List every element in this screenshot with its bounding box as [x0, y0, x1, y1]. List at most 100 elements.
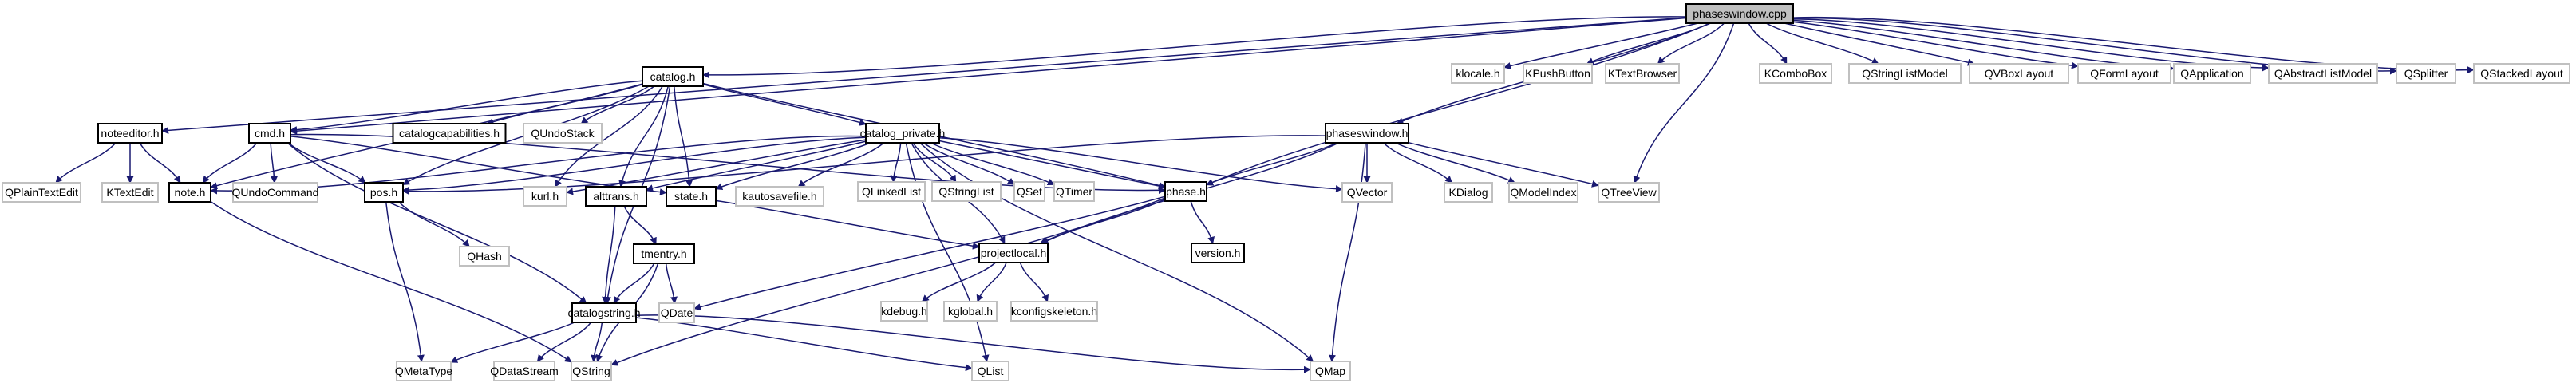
node-projectlocal-h[interactable]: projectlocal.h [978, 243, 1049, 263]
node-box [523, 123, 603, 144]
node-label: kautosavefile.h [742, 190, 816, 203]
edge-phaseswindow_cpp-to-QAbstractListModel [1792, 18, 2270, 72]
edge-phase_h-to-version_h [1190, 200, 1215, 244]
edge-projectlocal_h-to-kconfigskeleton_h [1019, 262, 1049, 302]
node-qtreeview: QTreeView [1598, 182, 1660, 203]
edge-phaseswindow_cpp-to-catalog_h [702, 16, 1687, 79]
node-label: QTimer [1056, 185, 1092, 198]
edge-alttrans_h-to-catalogstring_h [602, 205, 616, 304]
node-label: QLinkedList [862, 185, 921, 198]
node-label: catalogstring.h [567, 306, 640, 319]
node-catalog-private-h[interactable]: catalog_private.h [860, 123, 946, 144]
node-box [931, 181, 1002, 202]
node-box [2, 182, 81, 203]
node-box [943, 301, 998, 322]
node-qset: QSet [1013, 181, 1045, 202]
node-label: QApplication [2180, 67, 2243, 80]
node-label: QSplitter [2404, 67, 2448, 80]
node-box [633, 243, 695, 264]
node-box [2473, 63, 2570, 84]
node-box [1759, 63, 1832, 84]
node-note-h[interactable]: note.h [168, 182, 211, 203]
node-qstringlist: QStringList [931, 181, 1002, 202]
node-label: KPushButton [1525, 67, 1590, 80]
node-tmentry-h[interactable]: tmentry.h [633, 243, 695, 264]
edge-catalog_private_h-to-QMap [919, 142, 1314, 362]
node-box [735, 186, 824, 207]
node-qapplication: QApplication [2173, 63, 2251, 84]
node-phaseswindow-h[interactable]: phaseswindow.h [1325, 123, 1409, 144]
edge-phaseswindow_h-to-QTreeView [1408, 141, 1599, 188]
node-label: QStringListModel [1862, 67, 1947, 80]
node-label: phase.h [1166, 185, 1206, 198]
edge-cmd_h-to-note_h [202, 142, 258, 184]
node-noteeditor-h[interactable]: noteeditor.h [97, 123, 163, 144]
node-klocale-h: klocale.h [1451, 63, 1505, 84]
node-box [2268, 63, 2378, 84]
node-label: catalogcapabilities.h [399, 127, 500, 140]
node-box [978, 243, 1049, 263]
node-box [493, 361, 555, 381]
node-box [168, 182, 211, 203]
node-phaseswindow-cpp[interactable]: phaseswindow.cpp [1685, 3, 1794, 24]
edge-catalog_h-to-alttrans_h [618, 85, 670, 188]
node-version-h[interactable]: version.h [1191, 243, 1245, 263]
edge-cmd_h-to-QUndoCommand [270, 142, 279, 184]
node-label: KComboBox [1764, 67, 1827, 80]
node-label: QPlainTextEdit [5, 186, 78, 199]
node-label: QUndoStack [531, 127, 595, 140]
node-kpushbutton: KPushButton [1523, 63, 1593, 84]
edge-state_h-to-projectlocal_h [715, 199, 980, 250]
node-catalogstring-h[interactable]: catalogstring.h [567, 302, 641, 323]
node-alttrans-h[interactable]: alttrans.h [585, 186, 647, 207]
node-box [2077, 63, 2171, 84]
node-label: state.h [674, 190, 708, 203]
node-kcombobox: KComboBox [1759, 63, 1832, 84]
node-phase-h[interactable]: phase.h [1164, 181, 1207, 202]
node-pos-h[interactable]: pos.h [364, 182, 404, 203]
node-label: catalog_private.h [860, 127, 946, 140]
node-catalogcapabilities-h[interactable]: catalogcapabilities.h [392, 123, 507, 144]
node-kglobal-h: kglobal.h [943, 301, 998, 322]
node-box [571, 361, 612, 381]
edge-phase_h-to-QDate [693, 195, 1166, 310]
node-box [1325, 123, 1409, 144]
node-label: QMap [1315, 365, 1345, 377]
node-box [523, 186, 567, 207]
node-qmap: QMap [1310, 361, 1351, 381]
node-label: QModelIndex [1510, 186, 1576, 199]
node-box [396, 361, 452, 381]
node-state-h[interactable]: state.h [666, 186, 717, 207]
node-box [1605, 63, 1680, 84]
node-kurl-h: kurl.h [523, 186, 567, 207]
edge-catalog_h-to-catalogcapabilities_h [486, 83, 643, 125]
edge-phaseswindow_h-to-KDialog [1383, 142, 1453, 184]
node-catalog-h[interactable]: catalog.h [642, 66, 704, 87]
node-qformlayout: QFormLayout [2077, 63, 2171, 84]
edge-tmentry_h-to-catalogstring_h [613, 263, 655, 304]
edge-catalog_h-to-catalog_private_h [702, 83, 867, 126]
edge-cmd_h-to-catalogstring_h [286, 142, 587, 304]
node-box [2396, 63, 2456, 84]
edge-phaseswindow_cpp-to-KTextBrowser [1657, 22, 1725, 65]
node-box [248, 123, 291, 144]
edge-projectlocal_h-to-kdebug_h [921, 262, 996, 302]
edge-phase_h-to-QString [610, 197, 1166, 366]
node-qdatastream: QDataStream [490, 361, 559, 381]
node-label: phaseswindow.h [1326, 127, 1409, 140]
node-box [97, 123, 163, 144]
node-qlinkedlist: QLinkedList [857, 181, 926, 202]
edge-catalog_private_h-to-QStringList [912, 142, 957, 183]
node-cmd-h[interactable]: cmd.h [248, 123, 291, 144]
edge-phaseswindow_cpp-to-QStringListModel [1765, 22, 1879, 65]
edge-catalog_private_h-to-QSet [923, 142, 1015, 185]
node-box [101, 182, 159, 203]
node-box [364, 182, 404, 203]
edge-catalogstring_h-to-QList [635, 317, 973, 372]
edge-catalog_private_h-to-alttrans_h [646, 140, 867, 192]
node-box [1598, 182, 1660, 203]
node-label: projectlocal.h [981, 247, 1047, 259]
edge-phaseswindow_cpp-to-klocale_h [1503, 22, 1698, 69]
node-label: klocale.h [1456, 67, 1499, 80]
edge-catalog_h-to-cmd_h [290, 80, 643, 134]
